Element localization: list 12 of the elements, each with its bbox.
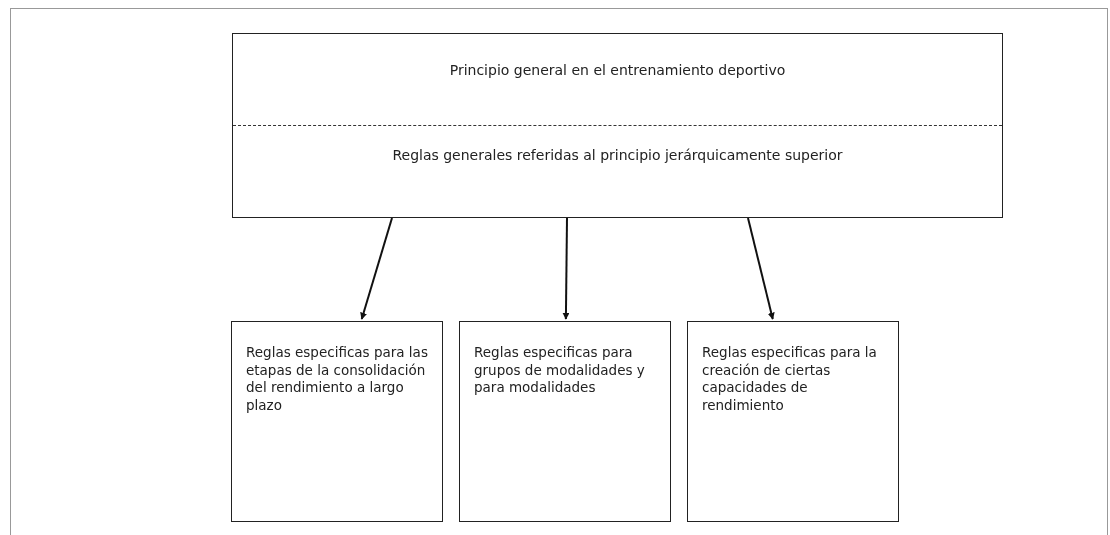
rules-text: Reglas especificas para la creación de ciertas capacidades de rendimiento [702,344,878,415]
principle-body: Reglas generales referidas al principio jerárquicamente superior [391,146,844,165]
rules-text: Reglas especificas para las etapas de la consolidación del rendimiento a largo plazo [246,344,429,415]
principle-box [232,33,1003,218]
rules-box [231,321,443,522]
rules-box [459,321,671,522]
arrow [562,217,570,320]
arrow [360,217,393,320]
arrow [747,217,775,320]
principle-heading: Principio general en el entrenamiento deportivo [448,61,787,80]
rules-box [687,321,899,522]
rules-text: Reglas especificas para grupos de modalidades y para modalidades [474,344,646,397]
